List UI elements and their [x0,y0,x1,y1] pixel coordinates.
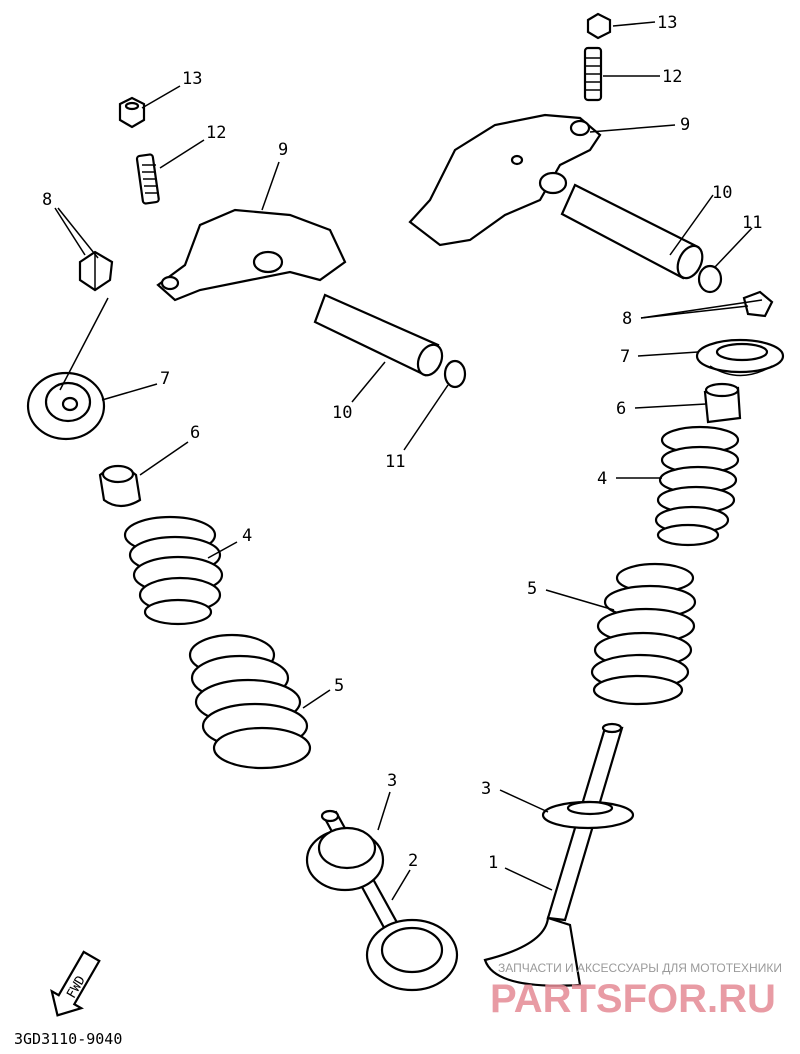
label-left-8: 8 [42,190,52,210]
watermark-brand: PARTSFOR.RU [490,977,776,1021]
label-left-11: 11 [385,452,405,472]
left-rocker-shaft [313,293,444,377]
left-stem-seal [98,464,142,508]
right-oring [697,264,723,294]
label-left-12: 12 [206,123,226,143]
right-nut [586,12,612,40]
label-right-13: 13 [657,13,677,33]
label-right-5: 5 [527,579,537,599]
label-right-4: 4 [597,469,607,489]
watermark-tagline: ЗАПЧАСТИ И АКСЕССУАРЫ ДЛЯ МОТОТЕХНИКИ [498,961,782,975]
label-right-12: 12 [662,67,682,87]
label-left-6: 6 [190,423,200,443]
right-outer-spring [590,562,697,706]
diagram-code: 3GD3110-9040 [14,1030,122,1048]
label-right-9: 9 [680,115,690,135]
label-right-1: 1 [488,853,498,873]
left-keeper [78,250,114,292]
label-right-8: 8 [622,309,632,329]
right-spring-seat [541,800,635,830]
right-stud [583,46,603,102]
right-inner-spring [654,425,740,547]
label-left-4: 4 [242,526,252,546]
left-inner-spring [123,515,224,626]
right-rocker-arm [408,113,602,247]
left-outer-spring [188,633,312,770]
label-right-6: 6 [616,399,626,419]
label-right-10: 10 [712,183,732,203]
right-keeper [742,290,774,318]
label-left-9: 9 [278,140,288,160]
right-stem-seal [703,382,742,424]
label-left-7: 7 [160,369,170,389]
left-oring [443,359,467,389]
left-nut [118,96,146,129]
label-right-11: 11 [742,213,762,233]
label-left-2: 2 [408,851,418,871]
fwd-arrow-icon: FWD [50,950,101,1017]
label-left-10: 10 [332,403,352,423]
label-right-7: 7 [620,347,630,367]
left-rocker-arm [156,208,347,302]
label-left-3: 3 [387,771,397,791]
label-left-13: 13 [182,69,202,89]
left-spring-seat [305,809,385,892]
right-retainer [695,338,785,377]
label-left-5: 5 [334,676,344,696]
left-retainer [26,371,106,441]
left-stud [135,153,160,205]
right-rocker-shaft [560,183,704,280]
leader-lines [54,21,763,901]
label-right-3: 3 [481,779,491,799]
right-valve [483,722,624,987]
